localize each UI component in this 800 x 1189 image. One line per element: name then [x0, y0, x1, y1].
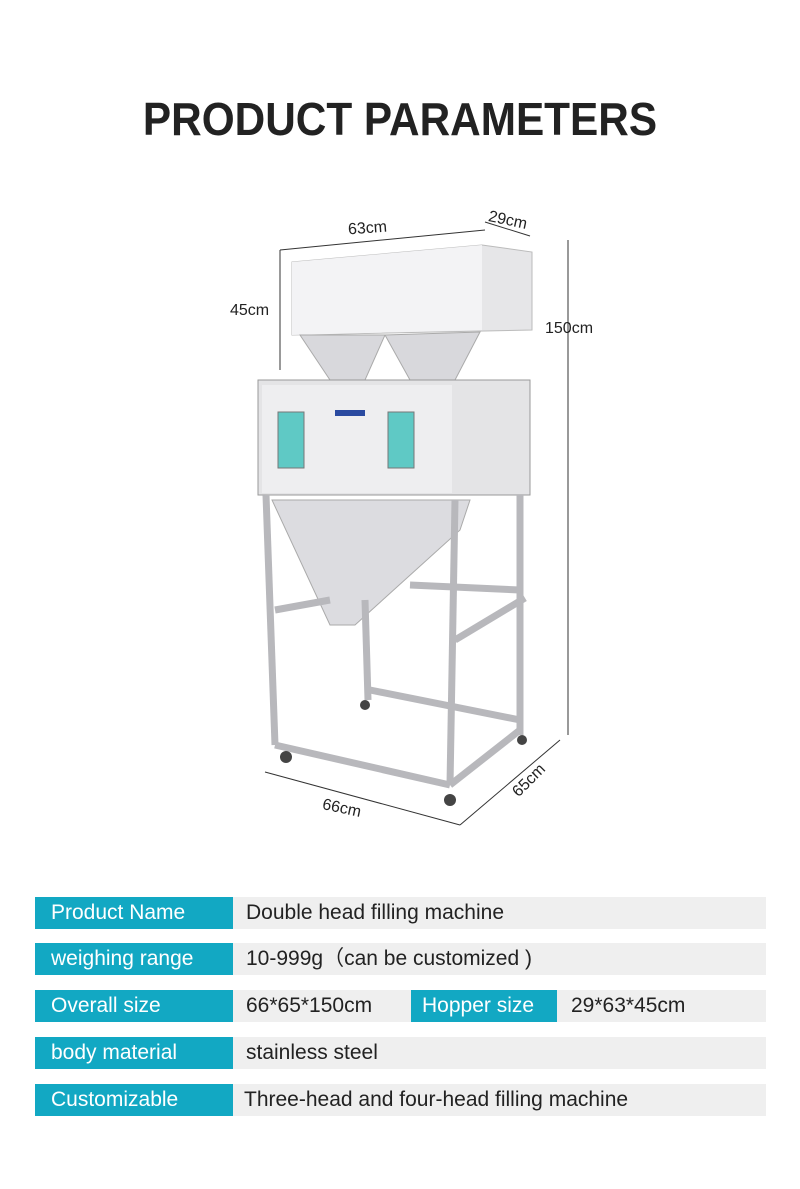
param-value-hopper: 29*63*45cm: [571, 994, 686, 1017]
param-row: Overall size 66*65*150cm Hopper size 29*…: [35, 990, 766, 1022]
param-row: Customizable Three-head and four-head fi…: [35, 1084, 766, 1116]
param-label: Customizable: [35, 1084, 233, 1116]
wheels: [280, 700, 527, 806]
param-label: Overall size: [35, 990, 233, 1022]
param-value: 10-999g（can be customized ): [246, 947, 532, 970]
param-value: stainless steel: [246, 1041, 378, 1064]
param-label: body material: [35, 1037, 233, 1069]
param-value: Double head filling machine: [246, 901, 504, 924]
param-row: Product Name Double head filling machine: [35, 897, 766, 929]
dim-total-height: 150cm: [545, 320, 594, 337]
machine-illustration: [257, 221, 569, 826]
param-label: Product Name: [35, 897, 233, 929]
hopper: [291, 244, 533, 381]
param-label-hopper: Hopper size: [411, 990, 557, 1022]
param-value: 66*65*150cm: [246, 994, 373, 1017]
dim-hopper-height: 45cm: [230, 302, 270, 319]
param-row: body material stainless steel: [35, 1037, 766, 1069]
param-value: Three-head and four-head filling machine: [244, 1088, 629, 1111]
dim-width-top: 63cm: [347, 218, 388, 239]
frame: [262, 494, 527, 789]
dimension-lines: [264, 221, 569, 826]
param-label: weighing range: [35, 943, 233, 975]
body: [257, 379, 531, 626]
page-title: PRODUCT PARAMETERS: [142, 93, 658, 145]
param-row: weighing range 10-999g（can be customized…: [35, 943, 766, 975]
